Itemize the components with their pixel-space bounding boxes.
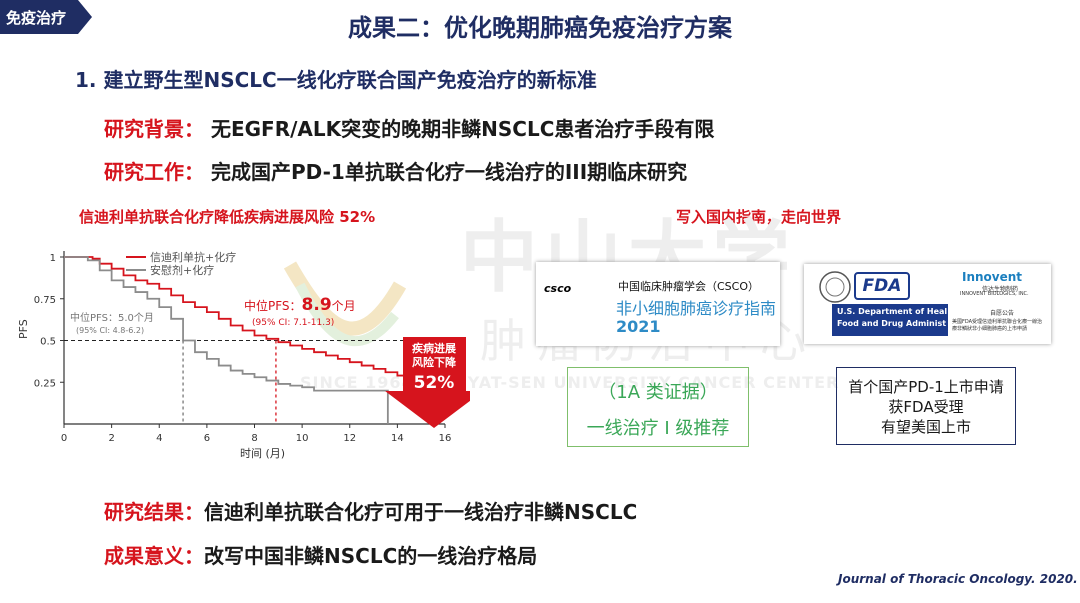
evidence-box: （1A 类证据） 一线治疗 I 级推荐 bbox=[567, 367, 749, 447]
fda-note-line1: 首个国产PD-1上市申请 bbox=[848, 378, 1004, 396]
background-label: 研究背景： bbox=[104, 117, 204, 141]
legend-gray-label: 安慰剂+化疗 bbox=[150, 263, 214, 277]
arrow-line2: 风险下降 bbox=[412, 355, 457, 369]
citation: Journal of Thoracic Oncology. 2020. bbox=[838, 572, 1078, 586]
red-median-text: 中位PFS：8.9个月 bbox=[244, 295, 356, 315]
x-tick-label: 8 bbox=[251, 433, 257, 444]
csco-logo: csco bbox=[544, 282, 572, 295]
series-line-treatment bbox=[64, 256, 446, 381]
y-tick-label: 1 bbox=[50, 253, 56, 264]
y-tick-label: 0.75 bbox=[34, 295, 56, 306]
watermark-logo bbox=[283, 261, 407, 347]
fda-note-line3: 有望美国上市 bbox=[880, 418, 971, 436]
fda-logo: FDA bbox=[854, 272, 910, 300]
hhs-seal-icon bbox=[819, 271, 851, 303]
innovent-en: INNOVENT BIOLOGICS, INC. bbox=[960, 291, 1029, 297]
notice-body: 美國FDA受理信迪利單抗聯合化療一線治療非鱗狀非小細胞肺癌的上市申請 bbox=[952, 319, 1043, 332]
csco-org: 中国临床肿瘤学会（CSCO） bbox=[618, 280, 760, 293]
guideline-caption: 写入国内指南，走向世界 bbox=[676, 208, 842, 226]
red-median-value: 8.9 bbox=[302, 295, 332, 315]
page-title: 成果二：优化晚期肺癌免疫治疗方案 bbox=[348, 14, 732, 42]
x-tick-label: 0 bbox=[61, 433, 67, 444]
fda-notice-card: FDA U.S. Department of Heal Food and Dru… bbox=[804, 264, 1051, 344]
csco-guide-title: 非小细胞肺癌诊疗指南 bbox=[616, 299, 777, 318]
y-axis-label: PFS bbox=[17, 319, 30, 339]
fda-dept-1: U.S. Department of Heal bbox=[837, 307, 948, 316]
innovent-cn: 信达生物制药 bbox=[982, 286, 1019, 293]
result-line: 研究结果：信迪利单抗联合化疗可用于一线治疗非鳞NSCLC bbox=[104, 496, 637, 525]
section-tag: 免疫治疗 bbox=[0, 0, 92, 34]
y-tick-label: 0.25 bbox=[34, 378, 56, 389]
background-line: 研究背景： 无EGFR/ALK突变的晚期非鳞NSCLC患者治疗手段有限 bbox=[104, 113, 714, 142]
red-median-ci: (95% CI: 7.1-11.3) bbox=[252, 318, 334, 328]
fda-dept-2: Food and Drug Administ bbox=[837, 319, 947, 328]
result-label: 研究结果： bbox=[104, 500, 204, 524]
csco-guide-year: 2021 bbox=[616, 317, 661, 336]
x-tick-label: 10 bbox=[296, 433, 309, 444]
y-tick-label: 0.5 bbox=[40, 337, 56, 348]
arrow-value: 52% bbox=[414, 373, 455, 393]
work-line: 研究工作： 完成国产PD-1单抗联合化疗一线治疗的III期临床研究 bbox=[104, 156, 687, 185]
x-tick-label: 16 bbox=[439, 433, 452, 444]
innovent-logo: Innovent bbox=[962, 270, 1023, 284]
work-label: 研究工作： bbox=[104, 160, 204, 184]
fda-note-line2: 获FDA受理 bbox=[888, 398, 964, 416]
x-tick-label: 2 bbox=[108, 433, 114, 444]
fda-banner: U.S. Department of Heal Food and Drug Ad… bbox=[832, 304, 948, 336]
section-tag-label: 免疫治疗 bbox=[6, 9, 67, 27]
red-median-prefix: 中位PFS： bbox=[244, 298, 302, 313]
tag-shape bbox=[0, 0, 92, 34]
x-tick-label: 14 bbox=[391, 433, 404, 444]
gray-median-ci: (95% CI: 4.8-6.2) bbox=[76, 326, 144, 335]
series-line-placebo bbox=[64, 256, 389, 424]
csco-guideline-card: csco 中国临床肿瘤学会（CSCO） 非小细胞肺癌诊疗指南 2021 bbox=[536, 262, 780, 346]
arrow-line1: 疾病进展 bbox=[412, 341, 457, 355]
background-text: 无EGFR/ALK突变的晚期非鳞NSCLC患者治疗手段有限 bbox=[210, 117, 715, 141]
fda-note-box: 首个国产PD-1上市申请 获FDA受理 有望美国上市 bbox=[836, 367, 1016, 445]
fda-logo-text: FDA bbox=[862, 276, 902, 296]
notice-title: 自愿公告 bbox=[990, 310, 1015, 317]
risk-reduction-arrow: 疾病进展 风险下降 52% bbox=[385, 337, 470, 428]
km-chart: 0 2 4 6 8 10 12 14 16 0.25 0.5 0.75 1 PFS 时间 (月) 信迪利… bbox=[17, 250, 470, 460]
result-text: 信迪利单抗联合化疗可用于一线治疗非鳞NSCLC bbox=[204, 500, 638, 524]
chart-caption: 信迪利单抗联合化疗降低疾病进展风险 52% bbox=[79, 208, 376, 226]
significance-text: 改写中国非鳞NSCLC的一线治疗格局 bbox=[204, 544, 538, 568]
red-median-suffix: 个月 bbox=[332, 299, 356, 313]
legend-red-label: 信迪利单抗+化疗 bbox=[150, 250, 236, 264]
x-axis-label: 时间 (月) bbox=[240, 447, 285, 460]
x-tick-label: 4 bbox=[156, 433, 162, 444]
evidence-recommendation: 一线治疗 I 级推荐 bbox=[586, 418, 730, 439]
x-tick-label: 6 bbox=[204, 433, 210, 444]
gray-median-text: 中位PFS：5.0个月 bbox=[70, 311, 154, 324]
evidence-level: （1A 类证据） bbox=[598, 382, 718, 403]
work-text: 完成国产PD-1单抗联合化疗一线治疗的III期临床研究 bbox=[210, 160, 688, 184]
significance-line: 成果意义：改写中国非鳞NSCLC的一线治疗格局 bbox=[104, 540, 537, 569]
significance-label: 成果意义： bbox=[104, 544, 204, 568]
x-tick-label: 12 bbox=[343, 433, 356, 444]
section-subtitle: 1. 建立野生型NSCLC一线化疗联合国产免疫治疗的新标准 bbox=[75, 68, 597, 92]
